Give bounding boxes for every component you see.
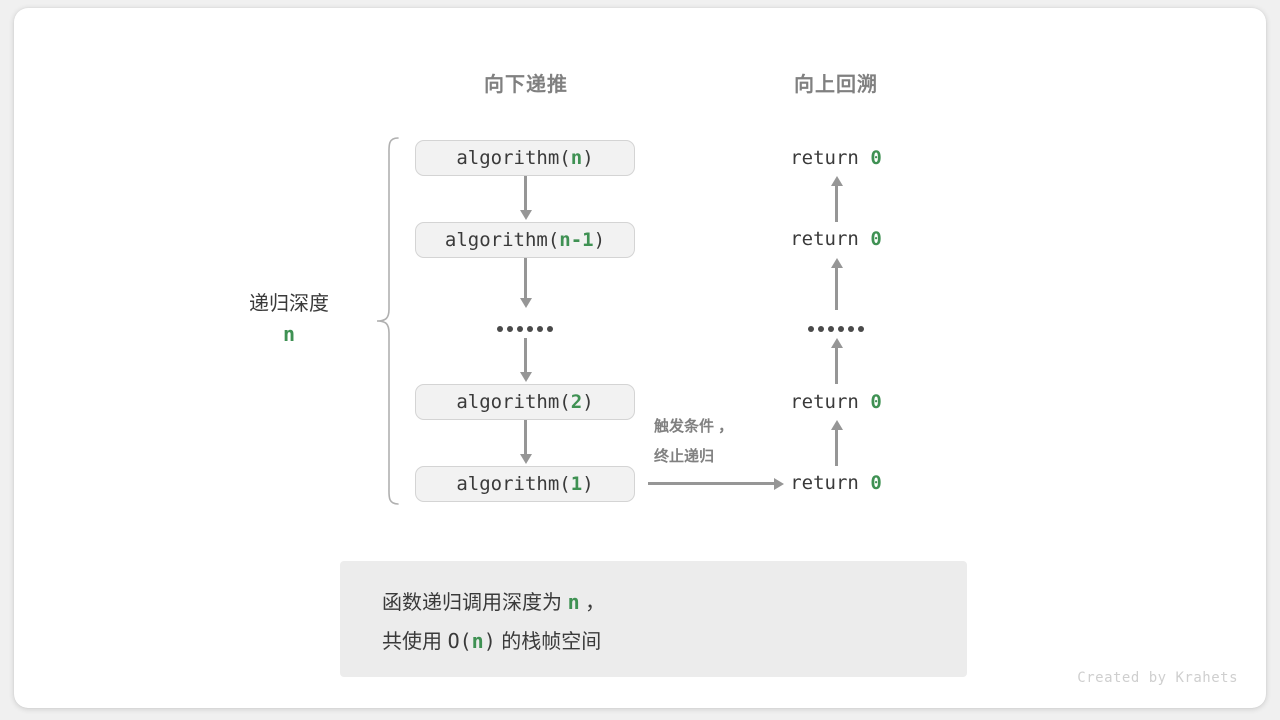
return-keyword: return: [790, 147, 871, 169]
summary-line-1: 函数递归调用深度为 n ，: [382, 583, 605, 622]
call-frame-close: ): [582, 391, 594, 413]
call-frame-box[interactable]: algorithm(1): [415, 466, 635, 502]
recursion-depth-title: 递归深度: [249, 293, 329, 315]
credit-text: Created by Krahets: [1077, 670, 1238, 686]
call-frame-arg: n: [570, 147, 583, 169]
descend-ellipsis: [497, 326, 553, 332]
summary-line2-bigo-close: ): [483, 629, 496, 653]
column-header-ascend: 向上回溯: [794, 74, 878, 96]
base-case-note-line1: 触发条件 ，: [654, 418, 734, 435]
call-frame-arg: n-1: [559, 229, 594, 251]
summary-panel: 函数递归调用深度为 n ， 共使用 O(n) 的栈帧空间 空间复杂度 线性阶 O…: [340, 561, 967, 677]
call-frame-fn: algorithm(: [456, 147, 571, 169]
call-frame-close: ): [582, 147, 594, 169]
recursion-depth-brace: [376, 137, 399, 505]
column-header-descend: 向下递推: [484, 74, 568, 96]
recursion-depth-label: 递归深度 n: [249, 289, 329, 349]
call-frame-close: ): [593, 229, 606, 251]
call-frame-box[interactable]: algorithm(n-1): [415, 222, 635, 258]
summary-description: 函数递归调用深度为 n ， 共使用 O(n) 的栈帧空间: [382, 583, 605, 661]
summary-line1-variable: n: [567, 590, 580, 614]
summary-line2-suffix: 的栈帧空间: [495, 631, 602, 653]
return-statement: return 0: [790, 472, 882, 494]
call-frame-arg: 2: [570, 391, 583, 413]
base-case-note-line2: 终止递归: [654, 448, 715, 465]
call-frame-fn: algorithm(: [456, 473, 571, 495]
return-keyword: return: [790, 228, 871, 250]
summary-line2-prefix: 共使用: [382, 631, 448, 653]
return-keyword: return: [790, 472, 871, 494]
return-keyword: return: [790, 391, 871, 413]
return-value: 0: [870, 472, 882, 494]
return-value: 0: [870, 391, 882, 413]
return-value: 0: [870, 228, 882, 250]
call-frame-box[interactable]: algorithm(n): [415, 140, 635, 176]
return-statement: return 0: [790, 147, 882, 169]
recursion-depth-value: n: [282, 322, 296, 346]
summary-line-2: 共使用 O(n) 的栈帧空间: [382, 622, 605, 661]
call-frame-close: ): [582, 473, 594, 495]
call-frame-arg: 1: [570, 473, 583, 495]
summary-line2-variable: n: [471, 629, 484, 653]
return-statement: return 0: [790, 228, 882, 250]
summary-line1-prefix: 函数递归调用深度为: [382, 592, 568, 614]
call-frame-fn: algorithm(: [444, 229, 560, 251]
return-statement: return 0: [790, 391, 882, 413]
ascend-ellipsis: [808, 326, 864, 332]
return-value: 0: [870, 147, 882, 169]
call-frame-fn: algorithm(: [456, 391, 571, 413]
base-case-arrow-shaft: [648, 482, 776, 485]
summary-line1-suffix: ，: [579, 592, 606, 614]
summary-line2-bigo-open: O(: [447, 629, 472, 653]
base-case-note: 触发条件 ， 终止递归: [654, 412, 733, 472]
call-frame-box[interactable]: algorithm(2): [415, 384, 635, 420]
diagram-canvas: 向下递推 向上回溯 递归深度 n algorithm(n) algorithm(…: [14, 8, 1266, 708]
base-case-arrow-head: [774, 478, 784, 490]
